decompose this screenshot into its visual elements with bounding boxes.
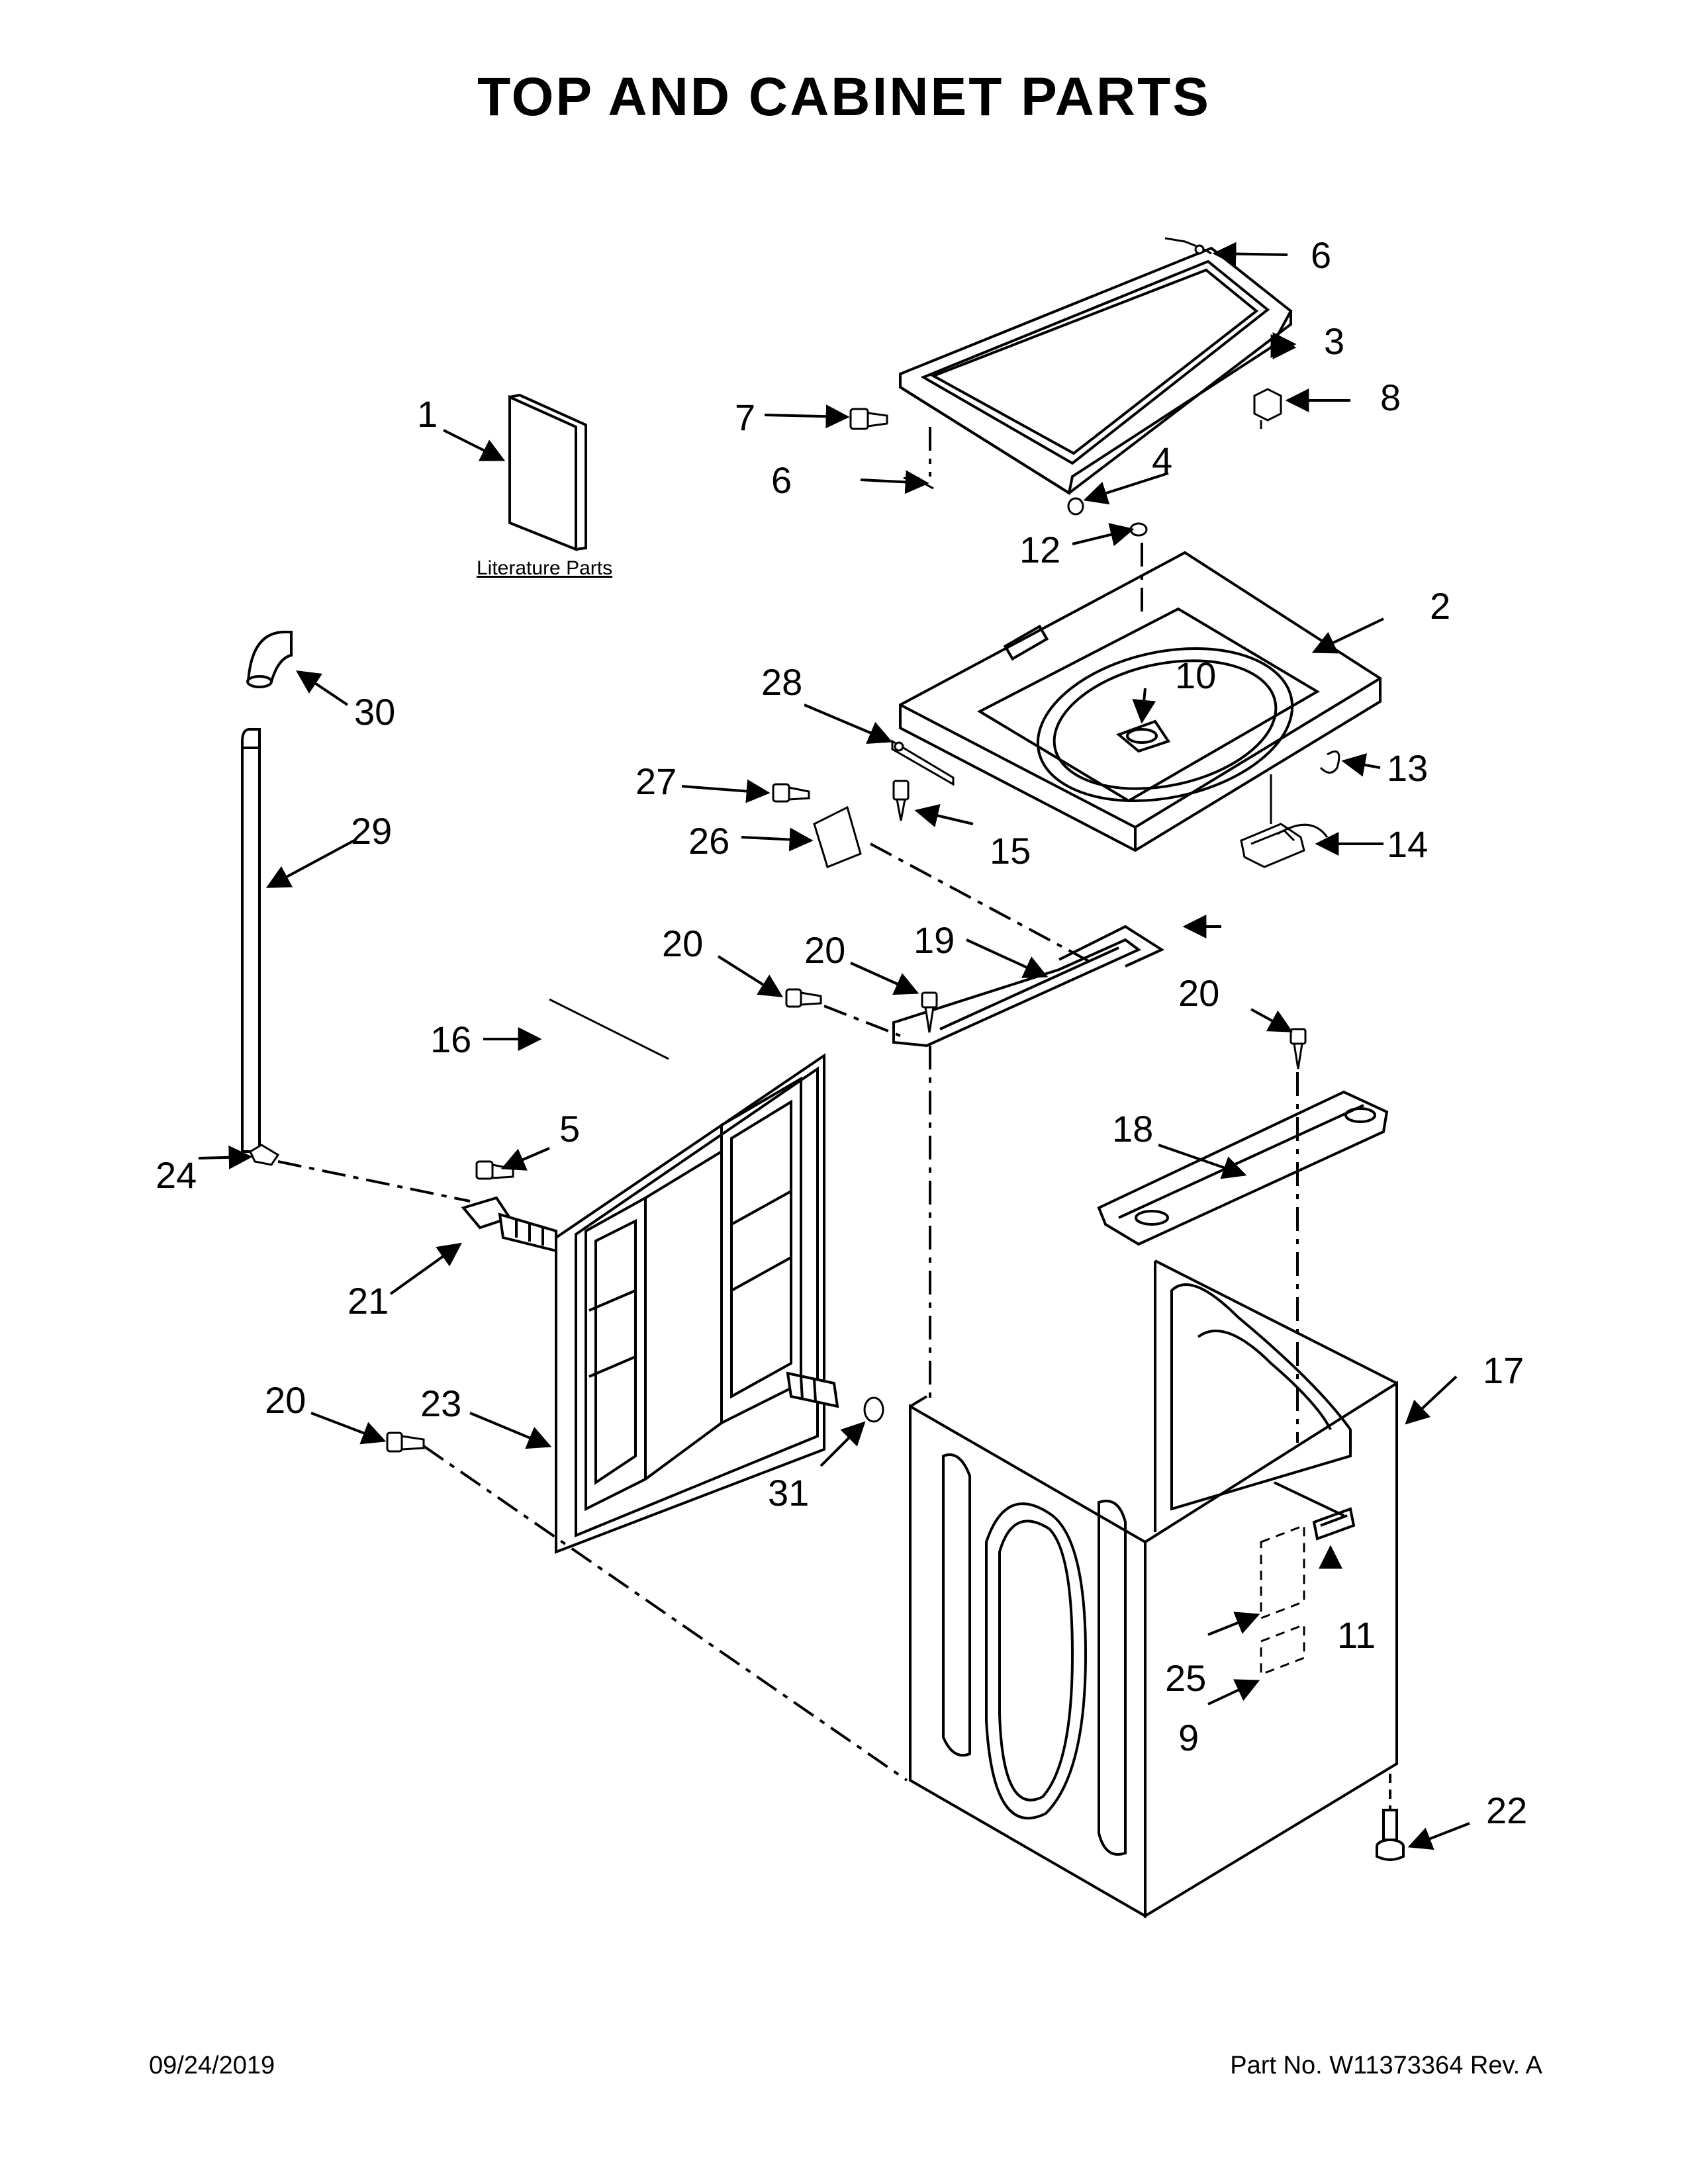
label-region-9 [1260, 1623, 1305, 1676]
callout-22: 22 [1486, 1790, 1527, 1831]
screw-20-front [1289, 1028, 1307, 1069]
callout-24: 24 [156, 1154, 197, 1196]
callout-16: 16 [430, 1019, 471, 1060]
hinge-pin-top [1164, 237, 1212, 255]
hose-elbow-30 [246, 631, 293, 688]
footer-part-number: Part No. W11373364 Rev. A [1230, 2052, 1542, 2079]
callout-26: 26 [688, 820, 729, 862]
callout-9: 9 [1178, 1717, 1199, 1758]
drain-outlet [786, 1371, 839, 1408]
screw-20-brace [921, 991, 938, 1033]
hose-clamp-24 [249, 1144, 280, 1166]
label-region-25 [1260, 1524, 1305, 1620]
screw-20-lower [386, 1432, 425, 1453]
callout-18: 18 [1112, 1108, 1153, 1150]
screw-7 [849, 408, 888, 430]
callout-6-top: 6 [1311, 234, 1331, 276]
literature-parts-label: Literature Parts [477, 557, 612, 579]
callout-2: 2 [1430, 585, 1450, 627]
lid-bumper-8 [1253, 388, 1282, 429]
wire-16 [549, 998, 669, 1060]
callout-20-b: 20 [804, 929, 845, 971]
callout-13: 13 [1387, 747, 1428, 789]
strap-28 [891, 739, 955, 786]
callout-11: 11 [1337, 1614, 1376, 1656]
footer-date: 09/24/2019 [149, 2052, 275, 2079]
dispenser-cup-10 [1116, 719, 1171, 753]
callout-4: 4 [1152, 439, 1172, 481]
callout-14: 14 [1387, 823, 1428, 865]
lid-switch-14 [1240, 774, 1329, 868]
callout-29: 29 [351, 810, 392, 852]
callout-21: 21 [348, 1280, 389, 1322]
callout-20-a: 20 [662, 923, 703, 964]
callout-12: 12 [1019, 529, 1060, 570]
callout-5: 5 [559, 1108, 580, 1150]
callout-28: 28 [761, 661, 802, 703]
callout-20-d: 20 [265, 1379, 306, 1421]
callout-30: 30 [354, 691, 395, 733]
callout-6-lower: 6 [771, 459, 792, 501]
screw-20-upper-left [785, 988, 822, 1008]
drain-hose-29 [241, 727, 261, 1153]
screw-27 [772, 783, 810, 803]
screw-5 [475, 1160, 514, 1180]
assembly-lines [277, 427, 1299, 1782]
callout-17: 17 [1483, 1349, 1524, 1391]
callout-3: 3 [1324, 320, 1344, 362]
callout-31: 31 [768, 1472, 809, 1514]
callout-8: 8 [1380, 377, 1401, 418]
leveling-leg-22 [1376, 1774, 1405, 1861]
screw-15 [892, 780, 910, 821]
cabinet-17 [909, 1259, 1398, 1919]
literature-booklet [508, 393, 587, 551]
callout-1: 1 [417, 393, 438, 435]
callout-numbers: 1 2 3 4 5 6 6 7 8 9 10 11 12 13 14 15 16… [156, 234, 1527, 1831]
clip-13 [1319, 751, 1340, 774]
page-title: TOP AND CABINET PARTS [477, 67, 1211, 127]
callout-10: 10 [1175, 655, 1216, 696]
rear-panel-23 [555, 1053, 825, 1554]
cabinet-notch [1274, 1481, 1344, 1517]
bumper-4 [1067, 497, 1084, 516]
screw-12 [1129, 522, 1148, 537]
clamp-31 [863, 1396, 884, 1423]
callout-15: 15 [990, 830, 1031, 872]
callout-7: 7 [735, 396, 755, 438]
callout-19: 19 [914, 919, 955, 961]
bracket-26 [813, 805, 862, 868]
callout-23: 23 [420, 1383, 461, 1424]
callout-20-c: 20 [1178, 972, 1219, 1014]
callout-arrows [198, 242, 1470, 1850]
callout-27: 27 [635, 760, 677, 802]
lid [899, 246, 1293, 496]
inlet-fitting-21 [461, 1196, 557, 1253]
top-panel [899, 551, 1382, 852]
callout-25: 25 [1165, 1657, 1206, 1699]
